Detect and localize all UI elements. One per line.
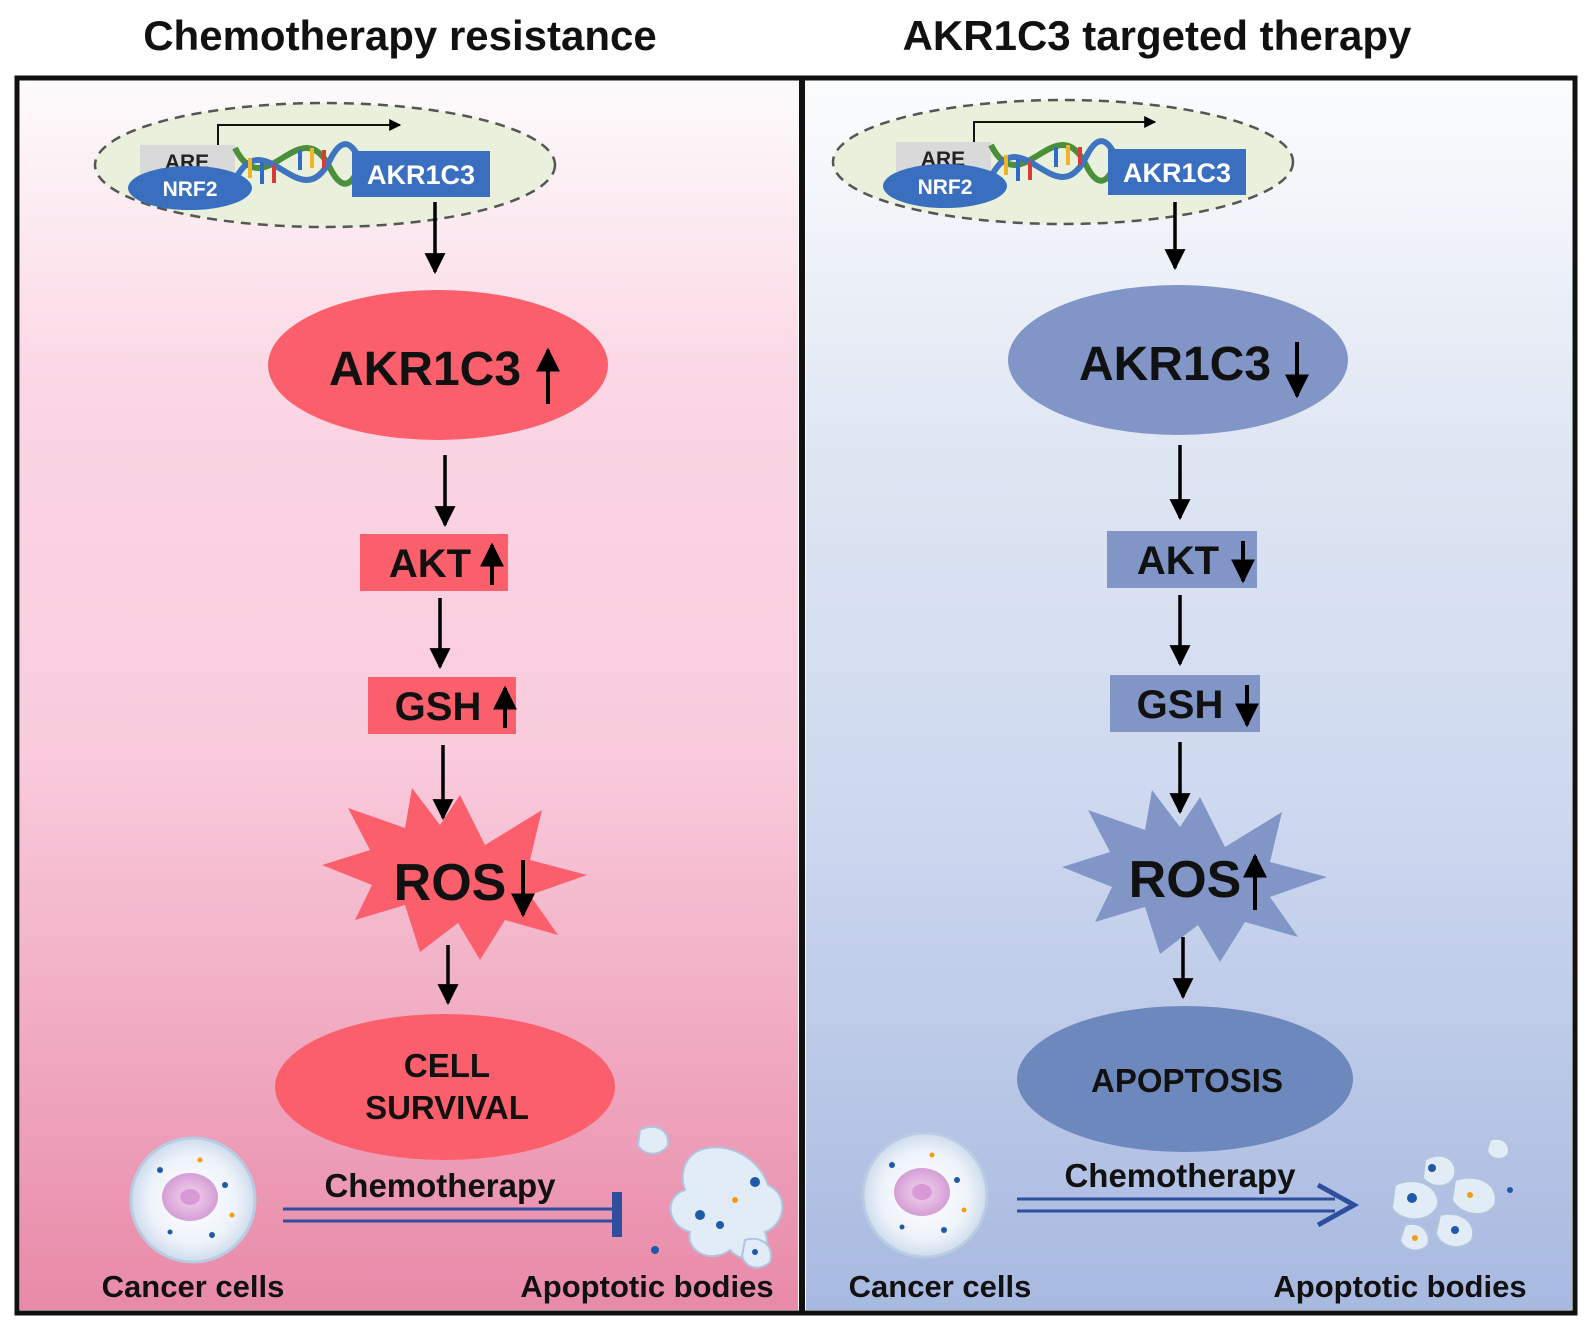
right-gsh-node: GSH — [1110, 675, 1260, 732]
left-nrf2-label: NRF2 — [163, 178, 218, 201]
right-dna-icon — [988, 138, 1119, 184]
left-chemotherapy-label: Chemotherapy — [324, 1167, 556, 1204]
left-gene-akr1c3-label: AKR1C3 — [367, 160, 475, 190]
right-outcome-line1: APOPTOSIS — [1091, 1062, 1283, 1099]
left-inhibition-arrow — [283, 1192, 622, 1237]
right-panel-title: AKR1C3 targeted therapy — [903, 12, 1412, 59]
figure-frame — [14, 75, 1578, 1316]
left-gsh-node: GSH — [368, 677, 517, 734]
right-gsh-label: GSH — [1137, 683, 1224, 727]
right-chemotherapy-label: Chemotherapy — [1064, 1157, 1296, 1194]
right-promotion-arrow — [1017, 1182, 1360, 1228]
left-akr1c3-label: AKR1C3 — [329, 343, 521, 396]
left-dna-icon — [232, 141, 363, 187]
left-akt-node: AKT — [360, 534, 508, 591]
left-ros-label: ROS — [394, 854, 507, 912]
left-apoptotic-bodies-label: Apoptotic bodies — [520, 1269, 773, 1304]
left-gene-nucleus: ARE NRF2 AKR1C3 — [93, 101, 557, 229]
right-akt-label: AKT — [1137, 539, 1219, 583]
right-ros-label: ROS — [1129, 851, 1242, 909]
right-gene-akr1c3-label: AKR1C3 — [1123, 158, 1231, 188]
left-cancer-cells-label: Cancer cells — [102, 1269, 285, 1304]
right-cancer-cell-icon — [861, 1131, 989, 1259]
left-akt-label: AKT — [389, 542, 471, 586]
left-apoptotic-bodies-icon — [636, 1125, 784, 1269]
left-outcome-line2: SURVIVAL — [365, 1089, 529, 1126]
left-cell-survival-node: CELL SURVIVAL — [275, 1014, 615, 1160]
right-apoptosis-node: APOPTOSIS — [1017, 1006, 1353, 1152]
left-akr1c3-node: AKR1C3 — [268, 290, 608, 440]
left-cancer-cell-icon — [129, 1136, 257, 1264]
right-cancer-cells-label: Cancer cells — [849, 1269, 1032, 1304]
right-apoptotic-bodies-icon — [1390, 1137, 1513, 1252]
right-apoptotic-bodies-label: Apoptotic bodies — [1273, 1269, 1526, 1304]
left-ros-node: ROS — [322, 788, 587, 960]
right-gene-nucleus: ARE NRF2 AKR1C3 — [831, 98, 1295, 226]
right-akt-node: AKT — [1107, 531, 1257, 588]
left-panel-title: Chemotherapy resistance — [143, 12, 657, 59]
right-akr1c3-node: AKR1C3 — [1008, 285, 1348, 435]
left-gsh-label: GSH — [395, 685, 482, 729]
right-nrf2-label: NRF2 — [918, 176, 973, 199]
right-ros-node: ROS — [1062, 790, 1327, 962]
left-outcome-line1: CELL — [404, 1047, 490, 1084]
right-akr1c3-label: AKR1C3 — [1079, 338, 1271, 391]
